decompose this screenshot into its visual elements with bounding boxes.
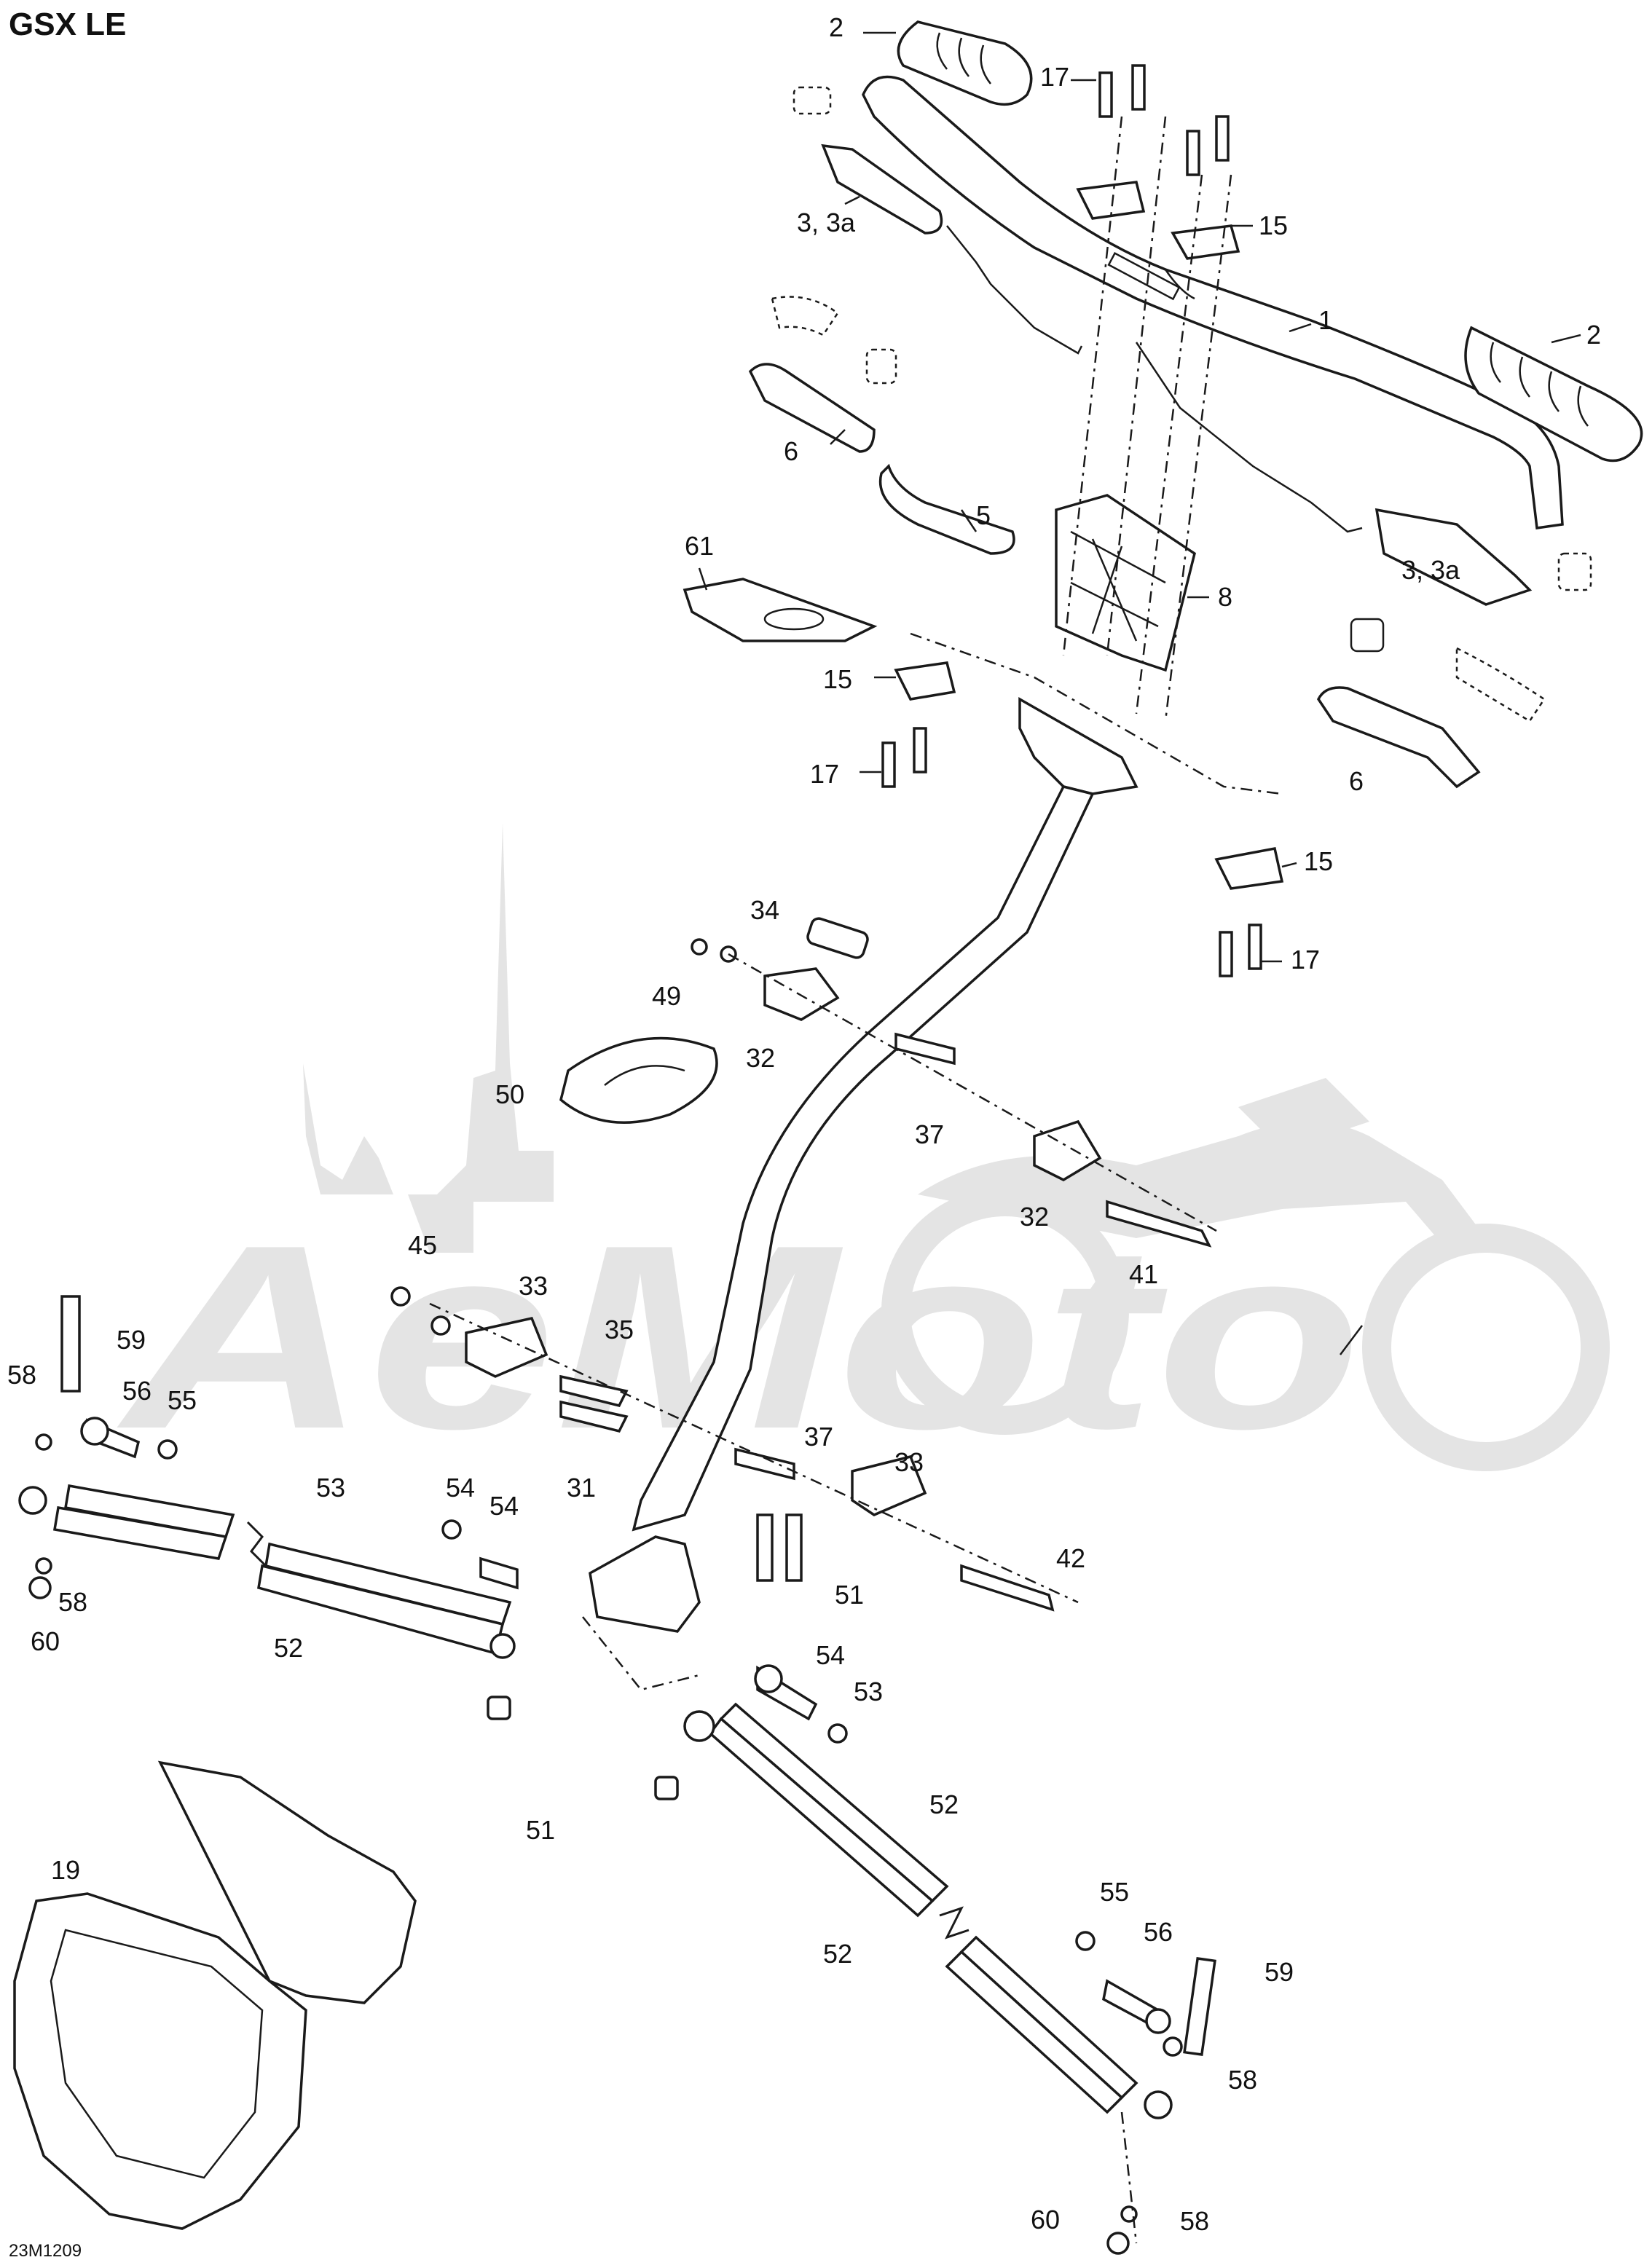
callout-61: 61 [685, 531, 714, 561]
callout-3-3a: 3, 3a [797, 208, 856, 237]
callout-58c: 58 [1228, 2065, 1257, 2095]
callout-58b: 58 [58, 1587, 87, 1617]
callout-53b: 53 [854, 1677, 883, 1706]
plugs [771, 86, 1592, 722]
callout-6: 6 [784, 436, 798, 466]
callout-33: 33 [519, 1271, 548, 1301]
callout-49: 51 [835, 1580, 864, 1610]
callout-50: 51 [526, 1815, 555, 1845]
hose [878, 463, 1015, 555]
callout-17: 17 [1040, 62, 1069, 92]
callout-56: 55 [168, 1385, 197, 1415]
callout-55: 56 [122, 1376, 152, 1406]
callout-17c: 17 [1291, 945, 1320, 974]
callout-3-3a-b: 3, 3a [1401, 555, 1460, 585]
riser-block [1055, 494, 1196, 672]
callout-56b: 55 [1100, 1877, 1129, 1907]
grip-left [897, 20, 1033, 106]
callout-15b: 15 [823, 664, 852, 694]
callout-55b: 56 [1144, 1917, 1173, 1947]
callout-19: 19 [51, 1855, 80, 1885]
heating-element-left [821, 143, 943, 235]
callout-5: 5 [976, 500, 991, 530]
callout-53: 54 [446, 1473, 475, 1503]
callout-2: 2 [829, 12, 843, 42]
tie-rod-left [18, 1295, 519, 1659]
callout-34: 34 [750, 895, 779, 925]
callout-52b: 52 [929, 1789, 959, 1819]
callout-37: 37 [915, 1119, 944, 1149]
diagram-title: GSX LE [9, 7, 126, 42]
grip-right [1464, 326, 1643, 462]
callout-52: 53 [316, 1473, 345, 1503]
handlebar [862, 75, 1564, 533]
callout-42: 42 [1056, 1543, 1085, 1573]
callouts: 2 17 3, 3a 15 1 2 6 5 61 3, 3a 8 15 17 6… [7, 12, 1601, 2236]
callout-32b: 32 [1020, 1202, 1049, 1232]
callout-54: 54 [489, 1491, 519, 1521]
steering-column [589, 696, 1138, 1633]
tie-rod-right [487, 1616, 1216, 2255]
callout-60: 60 [31, 1626, 60, 1656]
callout-58: 58 [7, 1360, 36, 1390]
callout-59b: 59 [1265, 1957, 1294, 1987]
windshield [13, 1760, 417, 2230]
clamps-bolts [881, 64, 1284, 977]
callout-31: 31 [567, 1473, 596, 1503]
callout-15c: 15 [1304, 846, 1333, 876]
callout-51: 52 [274, 1633, 303, 1663]
callout-47: 49 [652, 981, 681, 1011]
callout-2b: 2 [1586, 320, 1601, 350]
callout-45: 45 [408, 1230, 437, 1260]
tube-left [748, 363, 876, 453]
callout-33b: 33 [894, 1447, 924, 1477]
callout-1: 1 [1318, 305, 1333, 335]
callout-54b: 54 [816, 1640, 845, 1670]
leader-lines [698, 31, 1581, 1355]
callout-8: 8 [1218, 582, 1232, 612]
callout-60b: 60 [1031, 2205, 1060, 2234]
tray [683, 578, 878, 642]
callout-51b: 52 [823, 1939, 852, 1969]
callout-6b: 6 [1349, 766, 1364, 796]
drawing-code: 23M1209 [9, 2241, 82, 2261]
callout-58d: 58 [1180, 2206, 1209, 2236]
callout-59: 59 [117, 1325, 146, 1355]
linkage-parts [390, 917, 1217, 1612]
callout-41: 41 [1129, 1259, 1158, 1289]
callout-37b: 37 [804, 1422, 833, 1452]
callout-17b: 17 [810, 759, 839, 789]
callout-32: 32 [746, 1043, 775, 1073]
tube-right [1316, 686, 1481, 789]
callout-35: 35 [605, 1315, 634, 1344]
callout-48: 50 [495, 1079, 524, 1109]
watermark: AeMoto [114, 823, 1610, 1484]
heating-element-right [1374, 508, 1533, 606]
callout-15: 15 [1259, 210, 1288, 240]
